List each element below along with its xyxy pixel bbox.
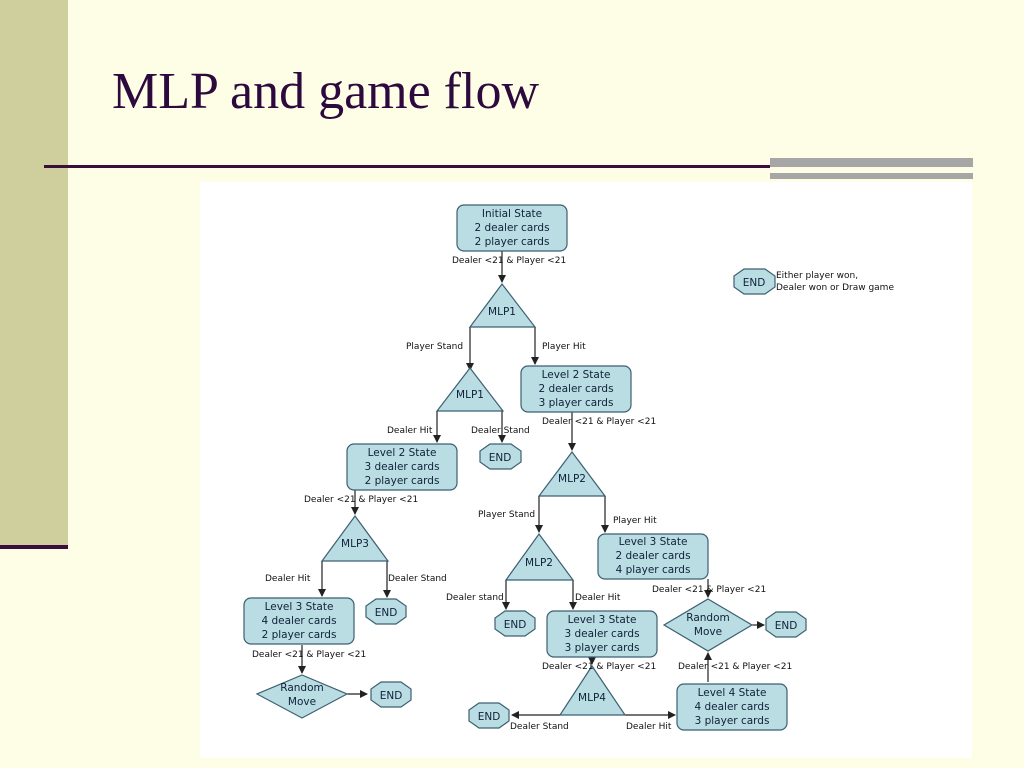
svg-text:3 dealer cards: 3 dealer cards — [364, 461, 439, 473]
node-end-d: END — [765, 611, 807, 638]
svg-text:Random: Random — [686, 612, 729, 624]
svg-text:3 dealer cards: 3 dealer cards — [564, 628, 639, 640]
svg-text:END: END — [743, 277, 766, 289]
svg-text:Level 4 State: Level 4 State — [698, 687, 767, 699]
svg-text:2 player cards: 2 player cards — [365, 475, 440, 487]
node-level3-mid: Level 3 State 3 dealer cards 3 player ca… — [546, 610, 658, 658]
node-level4: Level 4 State 4 dealer cards 3 player ca… — [676, 683, 788, 731]
svg-text:Move: Move — [694, 626, 722, 638]
svg-text:MLP1: MLP1 — [488, 306, 516, 318]
node-end-b: END — [365, 598, 407, 625]
edge-label-e13: Dealer Hit — [575, 593, 621, 603]
svg-text:Level 2 State: Level 2 State — [542, 369, 611, 381]
node-end-a: END — [479, 443, 522, 470]
edge-labels: Dealer <21 & Player <21 Player Stand Pla… — [252, 256, 792, 732]
svg-text:3 player cards: 3 player cards — [565, 642, 640, 654]
edge-label-e16: Dealer <21 & Player <21 — [542, 662, 656, 672]
svg-text:Level 3 State: Level 3 State — [568, 614, 637, 626]
svg-text:Level 3 State: Level 3 State — [619, 536, 688, 548]
edge-label-e14: Dealer <21 & Player <21 — [652, 585, 766, 595]
node-mlp3: MLP3 — [320, 514, 390, 562]
svg-text:END: END — [478, 711, 501, 723]
svg-text:MLP2: MLP2 — [525, 557, 553, 569]
svg-text:4 dealer cards: 4 dealer cards — [694, 701, 769, 713]
svg-text:2 player cards: 2 player cards — [475, 236, 550, 248]
svg-text:Random: Random — [280, 682, 323, 694]
sidebar-band — [0, 0, 68, 545]
title-rule-accent — [770, 158, 973, 167]
edge-label-e10: Dealer Hit — [265, 574, 311, 584]
legend-line2: Dealer won or Draw game — [776, 283, 894, 293]
node-level2-left: Level 2 State 3 dealer cards 2 player ca… — [346, 443, 458, 491]
edge-label-e1: Dealer <21 & Player <21 — [452, 256, 566, 266]
svg-text:3 player cards: 3 player cards — [539, 397, 614, 409]
edge-label-e18: Dealer Stand — [510, 722, 569, 732]
svg-text:MLP3: MLP3 — [341, 538, 369, 550]
legend-end-node — [733, 268, 776, 295]
svg-text:END: END — [489, 452, 512, 464]
edge-label-e19: Dealer Hit — [626, 722, 672, 732]
node-initial-state: Initial State 2 dealer cards 2 player ca… — [456, 204, 568, 252]
node-level3-a: Level 3 State 2 dealer cards 4 player ca… — [597, 533, 709, 580]
node-mlp1-mid: MLP1 — [435, 367, 505, 412]
edge-label-e7: Dealer <21 & Player <21 — [304, 495, 418, 505]
svg-text:MLP2: MLP2 — [558, 473, 586, 485]
svg-text:2 dealer cards: 2 dealer cards — [538, 383, 613, 395]
svg-text:Initial State: Initial State — [482, 208, 542, 220]
svg-text:END: END — [504, 619, 527, 631]
edge-label-e17: Dealer <21 & Player <21 — [678, 662, 792, 672]
svg-text:2 player cards: 2 player cards — [262, 629, 337, 641]
edge-label-e9: Player Hit — [613, 516, 657, 526]
legend-line1: Either player won, — [776, 271, 858, 281]
edge-label-e3: Player Hit — [542, 342, 586, 352]
edge-label-e6: Dealer <21 & Player <21 — [542, 417, 656, 427]
node-mlp4: MLP4 — [558, 664, 627, 716]
svg-text:MLP4: MLP4 — [578, 692, 606, 704]
edge-label-e12: Dealer stand — [446, 593, 504, 603]
edge-label-e5: Dealer Stand — [471, 426, 530, 436]
svg-text:3 player cards: 3 player cards — [695, 715, 770, 727]
node-end-e: END — [370, 681, 412, 708]
edge-label-e2: Player Stand — [406, 342, 463, 352]
node-level3-left: Level 3 State 4 dealer cards 2 player ca… — [243, 597, 355, 645]
svg-text:4 player cards: 4 player cards — [616, 564, 691, 576]
sidebar-base-bar — [0, 545, 68, 549]
node-level2-right: Level 2 State 2 dealer cards 3 player ca… — [520, 365, 632, 413]
svg-text:MLP1: MLP1 — [456, 389, 484, 401]
svg-text:Level 3 State: Level 3 State — [265, 601, 334, 613]
legend: END Either player won, Dealer won or Dra… — [733, 268, 894, 295]
svg-text:2 dealer cards: 2 dealer cards — [615, 550, 690, 562]
node-mlp2-b: MLP2 — [504, 532, 575, 581]
title-rule — [44, 165, 770, 168]
svg-text:Move: Move — [288, 696, 316, 708]
svg-text:2 dealer cards: 2 dealer cards — [474, 222, 549, 234]
slide-title: MLP and game flow — [112, 63, 539, 120]
node-mlp1-top: MLP1 — [468, 283, 537, 328]
node-end-c: END — [494, 610, 536, 637]
svg-text:END: END — [375, 607, 398, 619]
node-random-left: Random Move — [255, 674, 349, 719]
edge-label-e11: Dealer Stand — [388, 574, 447, 584]
node-random-right: Random Move — [662, 598, 754, 652]
svg-text:END: END — [380, 690, 403, 702]
svg-text:END: END — [775, 620, 798, 632]
edge-label-e4: Dealer Hit — [387, 426, 433, 436]
edge-label-e15: Dealer <21 & Player <21 — [252, 650, 366, 660]
node-end-f: END — [468, 702, 510, 729]
edges — [298, 251, 765, 719]
node-mlp2: MLP2 — [537, 451, 607, 497]
edge-label-e8: Player Stand — [478, 510, 535, 520]
title-rule-accent-lower — [770, 173, 973, 179]
svg-text:Level 2 State: Level 2 State — [368, 447, 437, 459]
svg-text:4 dealer cards: 4 dealer cards — [261, 615, 336, 627]
